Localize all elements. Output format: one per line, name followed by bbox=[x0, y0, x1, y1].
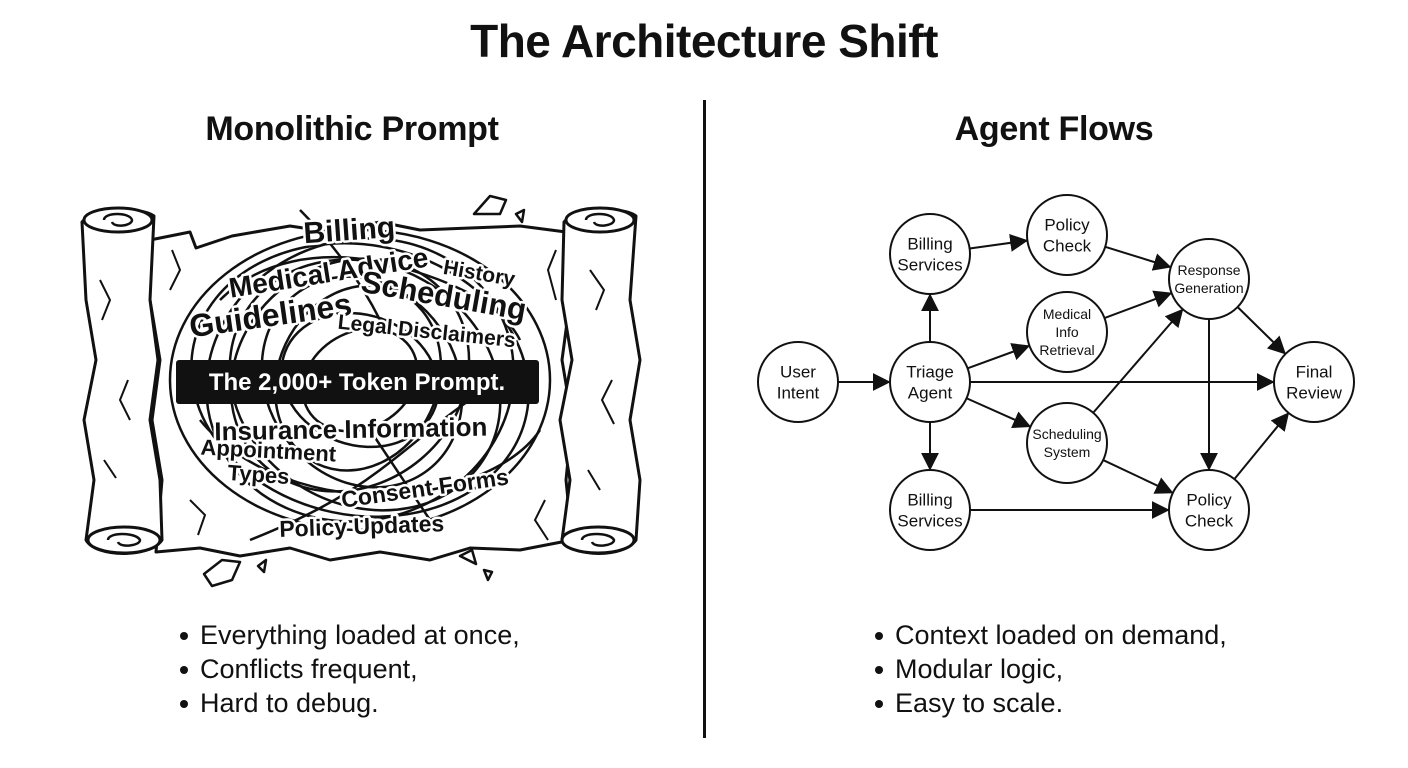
flow-node-circle bbox=[889, 341, 971, 423]
page-title: The Architecture Shift bbox=[470, 15, 938, 67]
token-prompt-label: The 2,000+ Token Prompt. bbox=[209, 369, 505, 396]
flow-node-circle bbox=[1026, 194, 1108, 276]
flow-node-label: System bbox=[1044, 444, 1091, 460]
left-scroll-roll bbox=[80, 206, 164, 555]
flow-node-label: Review bbox=[1286, 383, 1342, 402]
agent-flows-bullet: Easy to scale. bbox=[873, 686, 1227, 720]
monolithic-bullet-list: Everything loaded at once, Conflicts fre… bbox=[178, 618, 520, 720]
flow-node-label: Agent bbox=[908, 383, 953, 402]
agent-flows-bullet-list: Context loaded on demand, Modular logic,… bbox=[873, 618, 1227, 720]
flow-node-circle bbox=[1273, 341, 1355, 423]
flow-node-label: Policy bbox=[1186, 490, 1232, 509]
flow-node-circle bbox=[889, 469, 971, 551]
flow-node-label: Billing bbox=[907, 234, 952, 253]
tangled-threads bbox=[168, 209, 552, 542]
flow-node-label: Billing bbox=[907, 490, 952, 509]
flow-node-label: Info bbox=[1055, 324, 1079, 340]
monolithic-bullet: Everything loaded at once, bbox=[178, 618, 520, 652]
word-billing: Billing bbox=[302, 211, 396, 250]
flow-node-label: Check bbox=[1043, 236, 1092, 255]
monolithic-bullet: Hard to debug. bbox=[178, 686, 520, 720]
flow-node-circle bbox=[1168, 238, 1250, 320]
flow-node-circle bbox=[1026, 402, 1108, 484]
agent-flow-edges bbox=[838, 233, 1290, 519]
flow-node-label: Retrieval bbox=[1039, 342, 1094, 358]
flow-node-label: Services bbox=[897, 511, 962, 530]
flow-arrow-scheduling-to-response bbox=[1092, 308, 1184, 414]
flow-node-label: Final bbox=[1296, 362, 1333, 381]
flow-node-label: Response bbox=[1177, 262, 1240, 278]
flow-arrow-scheduling-to-policy-bottom bbox=[1102, 459, 1174, 494]
parchment-cracks bbox=[169, 249, 557, 541]
word-insurance-information: Insurance Information bbox=[214, 412, 488, 447]
monolithic-bullet: Conflicts frequent, bbox=[178, 652, 520, 686]
flow-arrow-triage-to-medical bbox=[967, 343, 1031, 370]
monolithic-heading: Monolithic Prompt bbox=[205, 110, 499, 148]
flow-node-label: Scheduling bbox=[1032, 426, 1101, 442]
agent-flows-bullet: Modular logic, bbox=[873, 652, 1227, 686]
flow-node-circle bbox=[889, 213, 971, 295]
flow-node-label: Check bbox=[1185, 511, 1234, 530]
flow-node-circle bbox=[1026, 291, 1108, 373]
flow-arrow-medical-to-response bbox=[1104, 290, 1173, 319]
flow-node-label: Generation bbox=[1174, 280, 1243, 296]
flow-arrow-policy-bottom-to-final bbox=[1233, 412, 1290, 480]
flow-node-label: Policy bbox=[1044, 215, 1090, 234]
agent-flow-nodes: UserIntentTriageAgentBillingServicesBill… bbox=[757, 194, 1355, 551]
flow-node-label: Intent bbox=[777, 383, 820, 402]
flow-node-circle bbox=[1168, 469, 1250, 551]
flow-node-circle bbox=[757, 341, 839, 423]
flow-arrow-response-to-final bbox=[1236, 306, 1287, 355]
right-scroll-roll bbox=[558, 206, 642, 555]
agent-flows-heading: Agent Flows bbox=[954, 110, 1154, 148]
flow-arrow-triage-to-scheduling bbox=[966, 397, 1032, 428]
word-types: Types bbox=[227, 460, 291, 489]
flow-node-label: User bbox=[780, 362, 816, 381]
center-divider bbox=[703, 100, 706, 738]
agent-flows-bullet: Context loaded on demand, bbox=[873, 618, 1227, 652]
flow-arrow-billing-top-to-policy-top bbox=[969, 233, 1029, 252]
flow-arrow-policy-top-to-response bbox=[1104, 245, 1172, 271]
paper-debris bbox=[202, 194, 526, 588]
flow-node-label: Triage bbox=[906, 362, 954, 381]
flow-node-label: Medical bbox=[1043, 306, 1091, 322]
token-prompt-banner: The 2,000+ Token Prompt. bbox=[176, 360, 539, 404]
flow-node-label: Services bbox=[897, 255, 962, 274]
